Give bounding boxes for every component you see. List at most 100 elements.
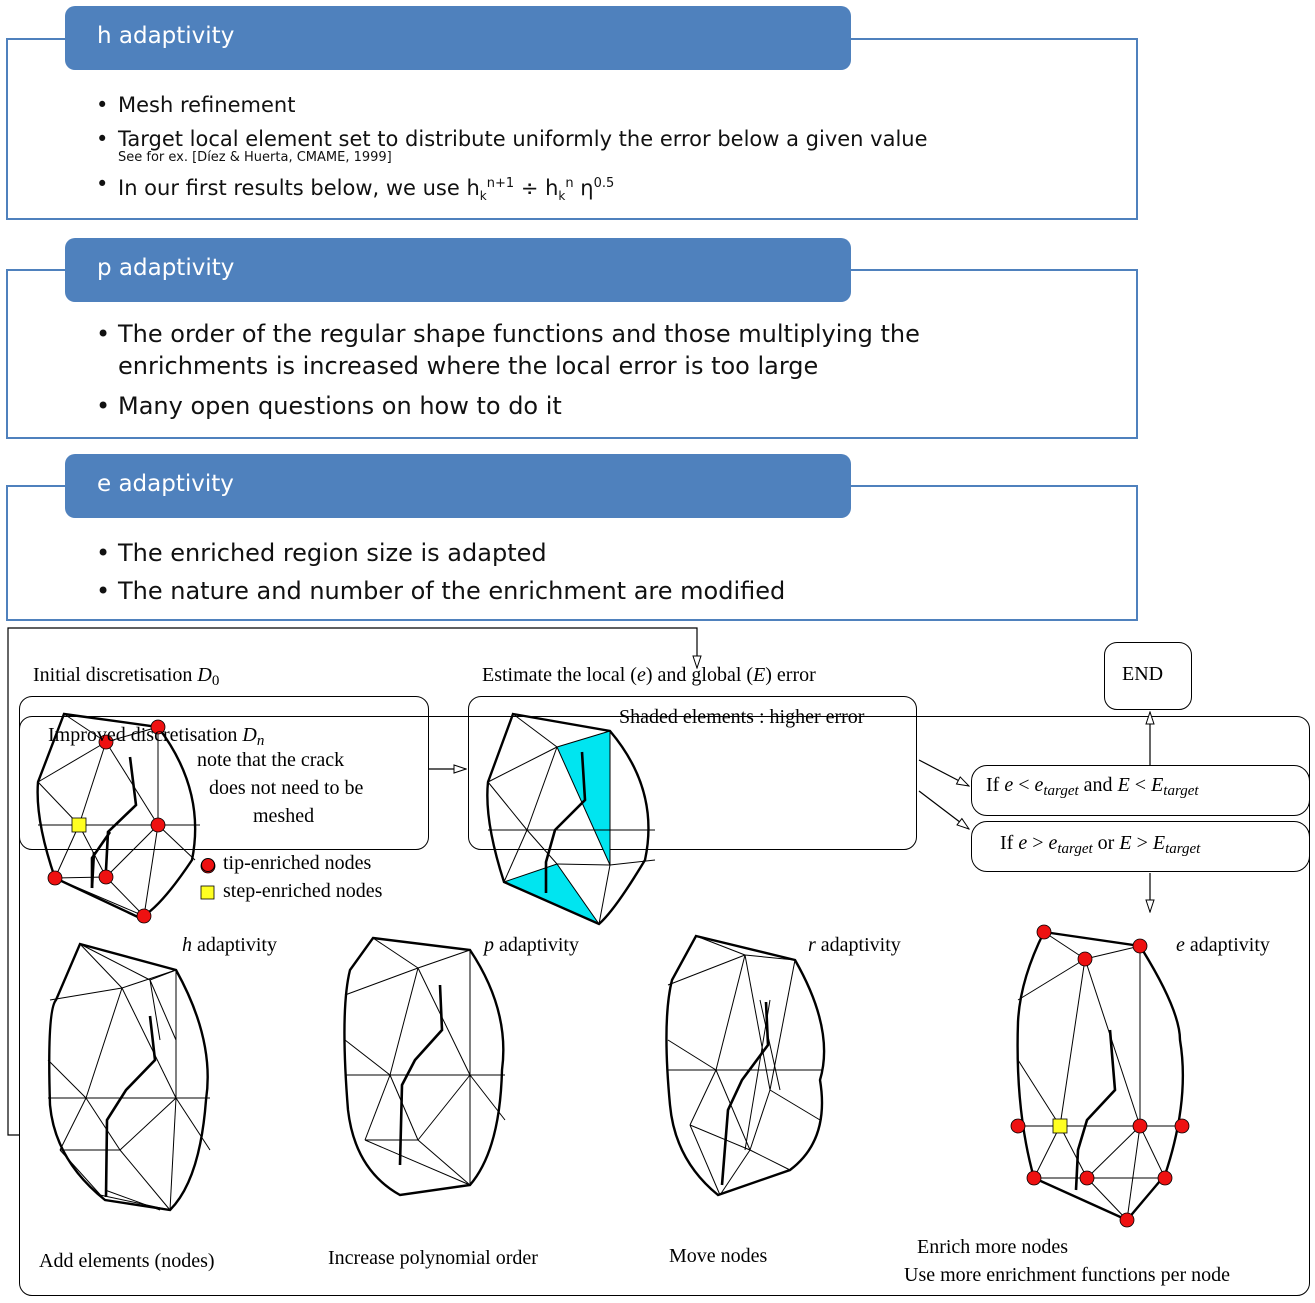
arrow-to-converged [918, 759, 969, 786]
end-label: END [1122, 663, 1164, 685]
estimate-error-label: Estimate the local (e) and global (E) er… [482, 664, 816, 687]
cond2-E: E [1119, 832, 1132, 854]
bullet: Mesh refinement [96, 88, 928, 122]
cond-Et: E [1151, 774, 1164, 796]
formula-k: k [479, 189, 487, 204]
bullet-text: Target local element set to distribute u… [118, 127, 928, 151]
section-h-frame [6, 38, 1138, 220]
cond-lt2: < [1129, 774, 1152, 796]
r-adaptivity-caption: Move nodes [669, 1245, 768, 1267]
method-label: adaptivity [494, 934, 579, 956]
section-p-title: p adaptivity [65, 238, 851, 302]
cond2-sub2: target [1165, 841, 1201, 857]
formula-np1: n+1 [486, 176, 515, 191]
bullet: Target local element set to distribute u… [96, 126, 928, 165]
legend-tip-swatch [201, 858, 215, 872]
bullet-text: The nature and number of the enrichment … [118, 577, 786, 605]
p-adaptivity-caption: Increase polynomial order [328, 1247, 538, 1269]
cond-sub: target [1043, 783, 1079, 799]
method-label: adaptivity [192, 934, 277, 956]
method-letter: e [1176, 934, 1185, 956]
initial-sub: 0 [211, 673, 220, 689]
improved-discretisation-label: Improved discretisation Dn [48, 724, 264, 750]
formula-k2: k [558, 189, 566, 204]
cond2-e: e [1018, 832, 1028, 854]
estimate-mesh [486, 712, 656, 926]
e-adaptivity-label: e adaptivity [1176, 934, 1270, 957]
estimate-pre: Estimate the local ( [482, 664, 637, 686]
h-adaptivity-mesh [47, 942, 211, 1212]
method-letter: r [808, 934, 816, 956]
initial-label-text: Initial discretisation [33, 664, 198, 686]
estimate-e: e [636, 664, 646, 686]
cond-et: e [1034, 774, 1044, 796]
method-label: adaptivity [815, 934, 901, 956]
cond-e: e [1004, 774, 1014, 796]
cond2-or: or [1092, 832, 1120, 854]
r-adaptivity-mesh [665, 934, 826, 1197]
estimate-error-box [468, 696, 917, 850]
section-p-bullets: The order of the regular shape functions… [96, 318, 956, 422]
section-h-title: h adaptivity [65, 6, 851, 70]
h-adaptivity-caption: Add elements (nodes) [39, 1250, 215, 1272]
crack-note-line: meshed [253, 805, 315, 827]
improved-sub: n [256, 733, 265, 749]
bullet-text: The enriched region size is adapted [118, 539, 547, 567]
improved-sym: D [242, 724, 257, 746]
section-p-topline-right [850, 269, 1138, 271]
section-h-topline-left [6, 38, 66, 40]
bullet-text: In our first results below, we use h [118, 176, 480, 200]
section-e-title: e adaptivity [65, 454, 851, 518]
shaded-elements-label: Shaded elements : higher error [619, 706, 865, 728]
improved-discretisation-box [19, 716, 1310, 1296]
end-box [1104, 642, 1192, 710]
formula-exp: 0.5 [593, 176, 615, 191]
loop-back-arrow [7, 627, 697, 1136]
h-adaptivity-label: h adaptivity [182, 934, 277, 957]
p-adaptivity-mesh [343, 936, 506, 1197]
initial-mesh [36, 712, 200, 920]
bullet-text: The order of the regular shape functions… [118, 320, 920, 380]
improved-label-text: Improved discretisation [48, 724, 243, 746]
method-letter: p [484, 934, 494, 956]
crack-note: note that the crack does not need to be … [197, 746, 363, 830]
r-adaptivity-label: r adaptivity [808, 934, 901, 957]
section-e-topline-right [850, 485, 1138, 487]
cond-and: and [1078, 774, 1118, 796]
cond2-sub: target [1057, 841, 1093, 857]
section-e-topline-left [6, 485, 66, 487]
section-e-bullets: The enriched region size is adapted The … [96, 534, 785, 610]
section-h-topline-right [850, 38, 1138, 40]
bullet: Many open questions on how to do it [96, 390, 956, 422]
cond2-pre: If [1000, 832, 1019, 854]
initial-sym: D [197, 664, 212, 686]
bullet: The order of the regular shape functions… [96, 318, 956, 382]
bullet: The enriched region size is adapted [96, 534, 785, 572]
method-label: adaptivity [1184, 934, 1270, 956]
initial-discretisation-label: Initial discretisation D0 [33, 664, 219, 690]
bullet: In our first results below, we use hkn+1… [96, 167, 928, 213]
legend-step-label: step-enriched nodes [223, 880, 383, 902]
step-enriched-node [71, 817, 87, 833]
reference-text: See for ex. [Díez & Huerta, CMAME, 1999] [118, 150, 392, 165]
e-adaptivity-tip-nodes [1010, 924, 1190, 1228]
e-adaptivity-caption-2: Use more enrichment functions per node [904, 1264, 1231, 1286]
condition-converged-text: If e < etarget and E < Etarget [986, 774, 1199, 800]
p-adaptivity-label: p adaptivity [484, 934, 579, 957]
section-p-topline-left [6, 269, 66, 271]
cond-pre: If [986, 774, 1005, 796]
arrow-to-refine [918, 790, 969, 829]
formula-div: ÷ h [514, 176, 559, 200]
estimate-mid: ) and global ( [645, 664, 754, 686]
bullet: The nature and number of the enrichment … [96, 572, 785, 610]
section-p-frame [6, 269, 1138, 439]
cond2-gt: > [1027, 832, 1049, 854]
section-h-bullets: Mesh refinement Target local element set… [96, 88, 928, 213]
legend-step-swatch [200, 885, 215, 900]
section-h-title-text: h adaptivity [97, 23, 235, 49]
formula-n: n [565, 176, 574, 191]
crack-note-line: does not need to be [209, 777, 364, 799]
method-letter: h [182, 934, 192, 956]
e-adaptivity-caption: Enrich more nodes [917, 1236, 1069, 1258]
